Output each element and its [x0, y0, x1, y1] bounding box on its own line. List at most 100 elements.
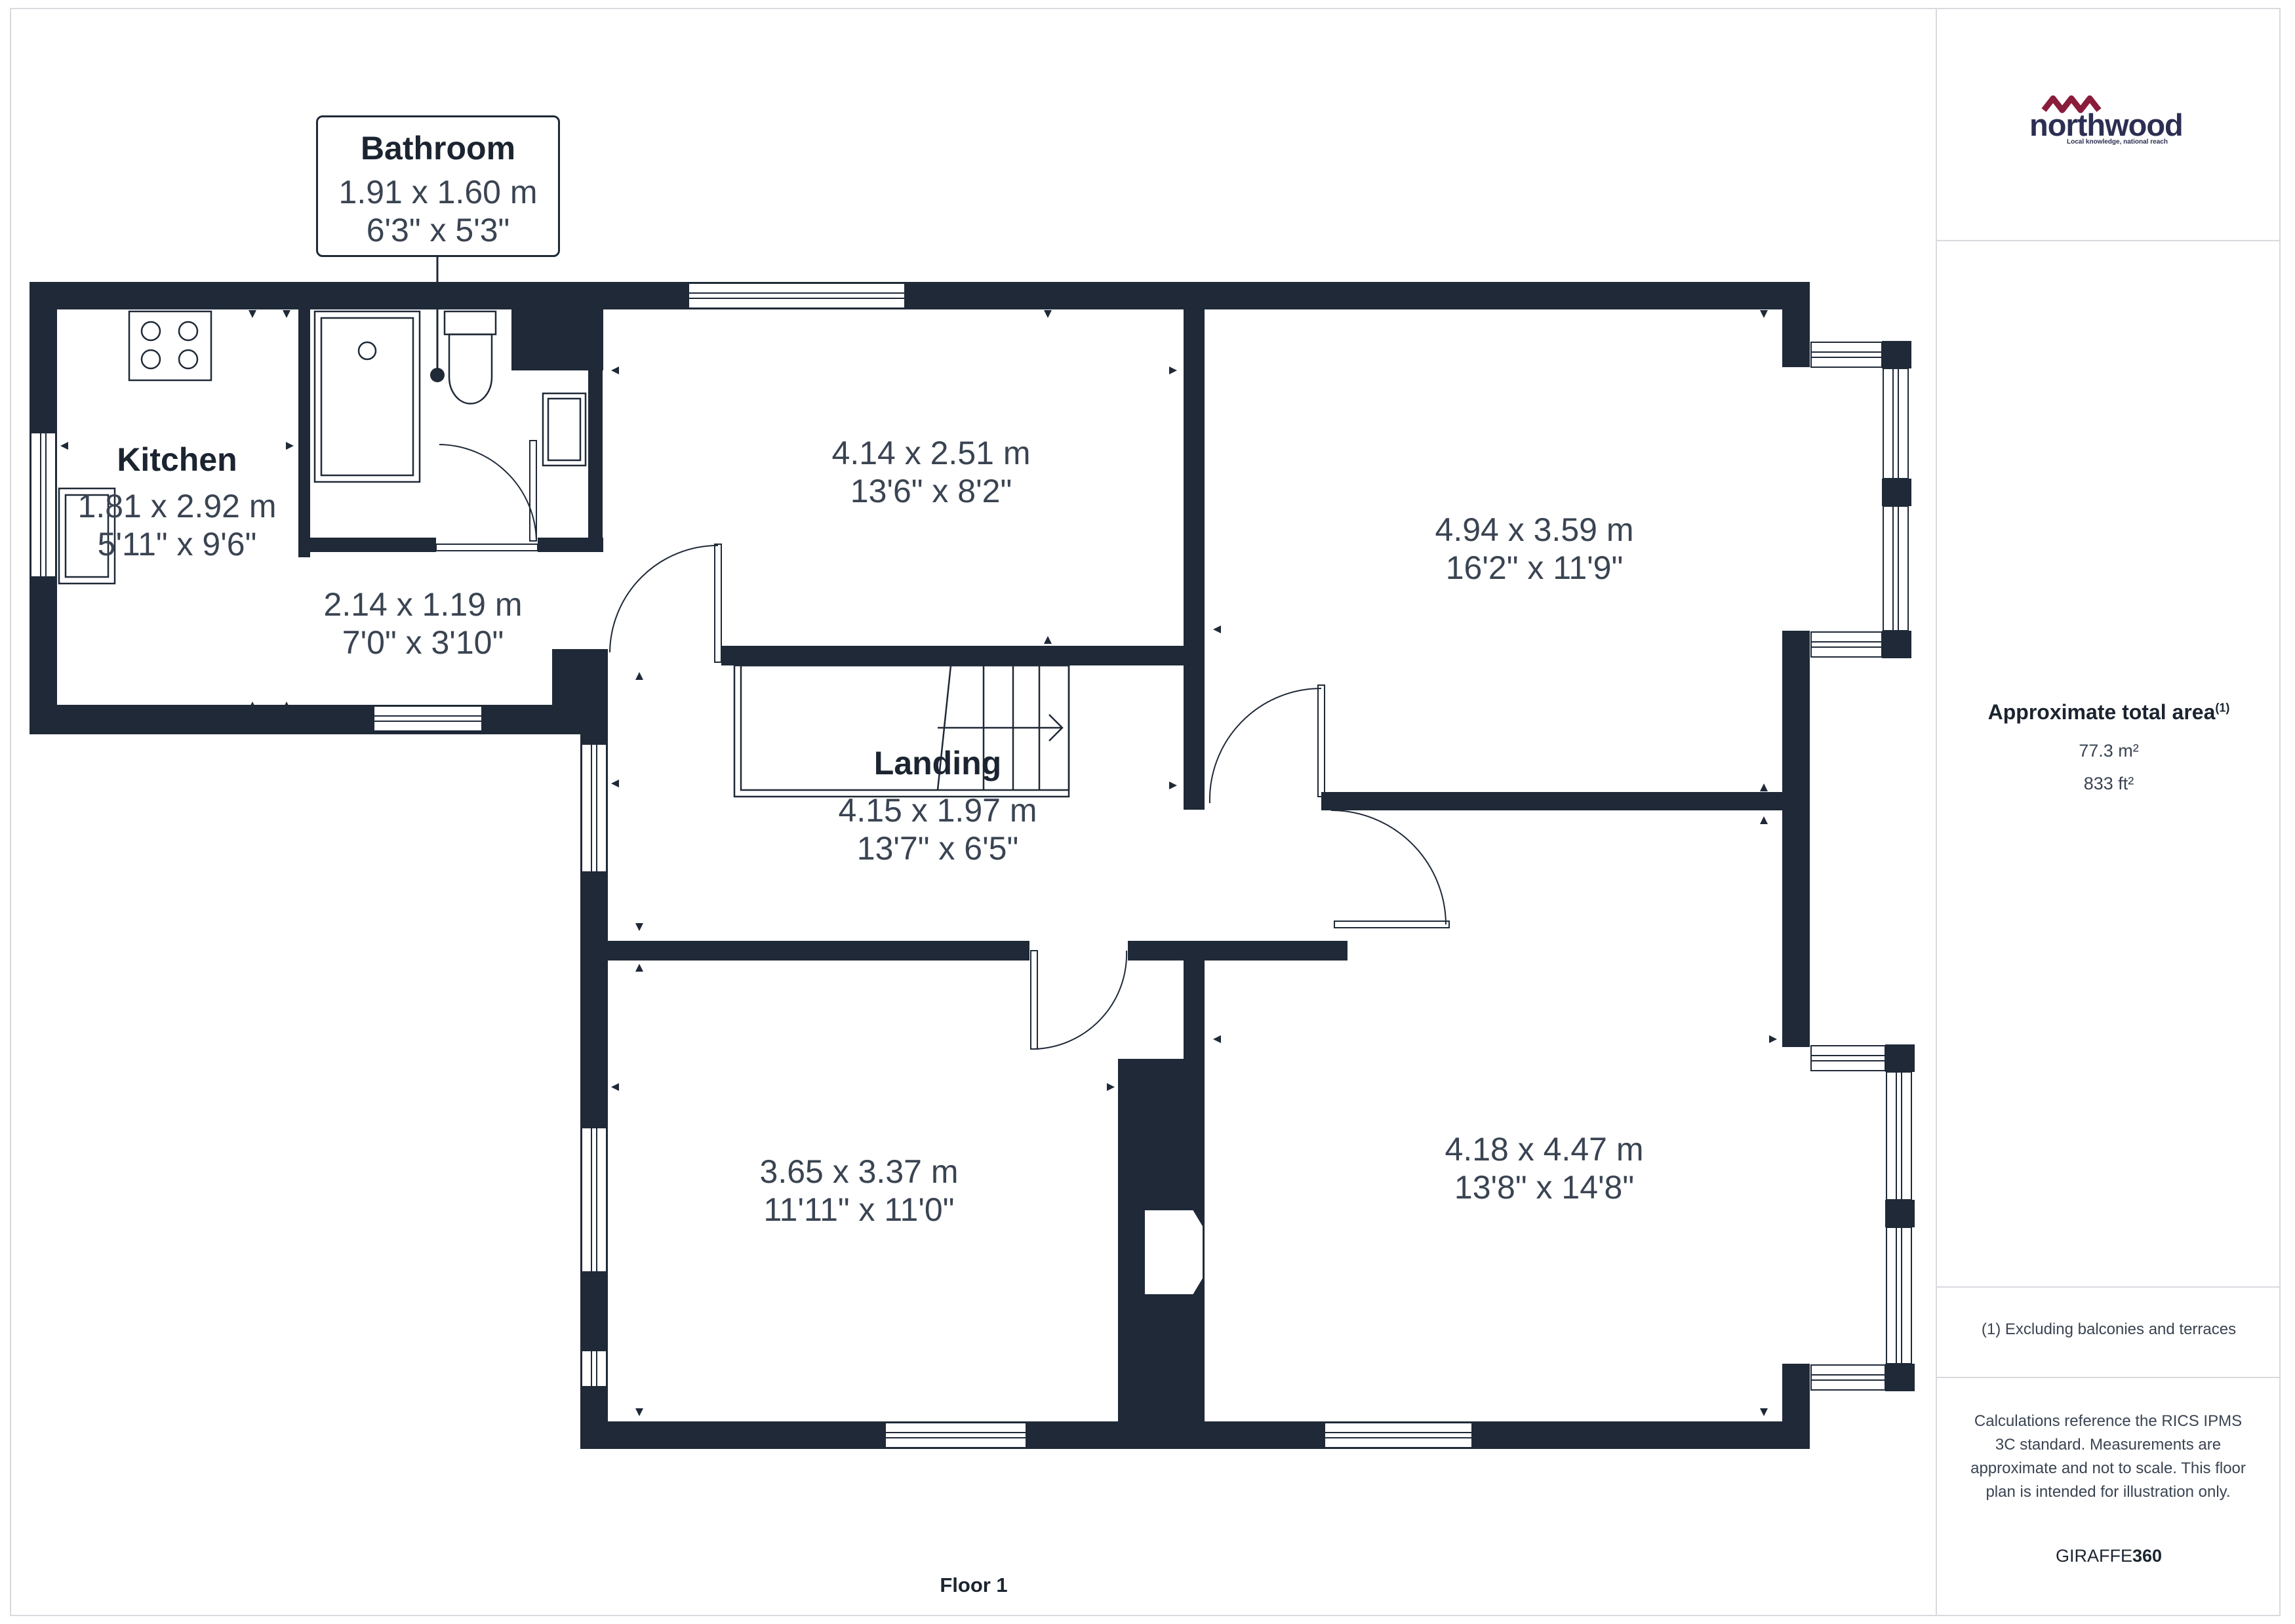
room-name: Landing — [873, 745, 1002, 782]
dimension-marker — [1760, 816, 1768, 824]
dimension-marker — [611, 780, 619, 787]
dimension-marker — [1169, 366, 1177, 374]
room-name: Kitchen — [117, 441, 237, 478]
room-dimension-imperial: 13'8" x 14'8" — [1454, 1169, 1635, 1206]
wall — [298, 538, 436, 552]
windows — [30, 283, 1912, 1448]
dimension-marker — [635, 923, 643, 931]
dimension-marker — [283, 310, 290, 318]
window — [1886, 1227, 1912, 1364]
room-dimension-imperial: 13'7" x 6'5" — [856, 830, 1019, 867]
wall — [30, 282, 1810, 309]
room-dimension-imperial: 7'0" x 3'10" — [342, 624, 504, 661]
hob-icon — [128, 310, 212, 382]
dimension-marker — [1213, 625, 1221, 633]
divider-line — [1937, 1286, 2281, 1288]
window — [581, 1127, 607, 1273]
doors — [435, 440, 1450, 1050]
door — [609, 544, 722, 663]
fireplace-icon — [1144, 1209, 1204, 1296]
floor-label: Floor 1 — [940, 1574, 1008, 1596]
wall — [1885, 1364, 1915, 1391]
wall — [1882, 341, 1911, 368]
area-metric: 77.3 m² — [2079, 741, 2139, 761]
dimension-marker — [1760, 1408, 1768, 1416]
wall — [1882, 631, 1911, 658]
divider-line — [1937, 1377, 2281, 1378]
dimension-marker — [1107, 1083, 1115, 1091]
wall — [1128, 941, 1347, 961]
wall — [1782, 1364, 1810, 1449]
wall — [1882, 479, 1911, 506]
room-dimension-metric: 4.15 x 1.97 m — [838, 792, 1037, 829]
side-panel-divider — [1936, 8, 1937, 1616]
window — [1883, 368, 1909, 479]
room-dimension-metric: 1.81 x 2.92 m — [77, 488, 277, 525]
fixtures — [58, 310, 1070, 798]
wall — [1321, 792, 1784, 810]
dimension-marker — [249, 310, 256, 318]
wall — [721, 646, 1187, 665]
window — [885, 1422, 1027, 1448]
wall — [1782, 631, 1810, 1047]
room-dimension-metric: 4.94 x 3.59 m — [1435, 511, 1634, 548]
window — [1810, 631, 1883, 658]
window — [30, 432, 56, 578]
northwood-logo-icon — [2041, 95, 2102, 113]
dimension-marker — [283, 702, 290, 709]
credit-suffix: 360 — [2132, 1546, 2163, 1566]
brand-tagline: Local knowledge, national reach — [2067, 138, 2168, 146]
wall — [603, 941, 1029, 961]
door — [1208, 684, 1325, 804]
brand-name: northwood — [2029, 108, 2184, 142]
dimension-marker — [1044, 310, 1052, 318]
basin-icon — [542, 392, 587, 467]
sink-icon — [58, 487, 116, 585]
room-dimension-imperial: 16'2" x 11'9" — [1445, 549, 1624, 586]
area-heading-text: Approximate total area — [1987, 700, 2216, 724]
window — [688, 283, 906, 309]
dimension-marker — [1044, 636, 1052, 644]
staircase — [733, 664, 1070, 798]
area-heading: Approximate total area(1) — [1937, 700, 2281, 724]
area-heading-footnote-marker: (1) — [2215, 701, 2230, 715]
wall — [1782, 282, 1810, 367]
room-dimension-imperial: 13'6" x 8'2" — [850, 473, 1012, 509]
wall — [538, 538, 603, 552]
toilet-icon — [443, 310, 497, 405]
room-dimension-imperial: 6'3" x 5'3" — [366, 212, 510, 248]
wall — [511, 308, 603, 370]
wall — [1885, 1044, 1915, 1072]
door — [435, 440, 538, 551]
room-dimension-metric: 4.18 x 4.47 m — [1445, 1131, 1644, 1168]
window — [581, 1350, 607, 1387]
window — [1810, 1364, 1886, 1391]
window — [1810, 342, 1883, 368]
dimension-marker — [1213, 1035, 1221, 1043]
room-dimension-metric: 4.14 x 2.51 m — [831, 435, 1031, 471]
window — [581, 743, 607, 873]
dimension-marker — [249, 702, 256, 709]
dimension-marker — [60, 442, 68, 450]
wall — [30, 705, 580, 734]
dimension-marker — [635, 964, 643, 972]
window — [1883, 505, 1909, 631]
room-dimension-metric: 2.14 x 1.19 m — [323, 586, 523, 623]
page-frame — [10, 8, 2281, 1616]
footnote: (1) Excluding balconies and terraces — [1981, 1320, 2237, 1338]
room-name: Bathroom — [360, 130, 516, 167]
door — [1030, 950, 1128, 1050]
room-dimension-imperial: 11'11" x 11'0" — [763, 1191, 955, 1228]
bath-icon — [313, 310, 421, 483]
dimension-marker — [635, 1408, 643, 1416]
room-dimension-metric: 1.91 x 1.60 m — [338, 174, 538, 210]
window — [1324, 1422, 1473, 1448]
dimension-marker — [611, 366, 619, 374]
window — [1810, 1045, 1886, 1071]
giraffe360-credit: GIRAFFE360 — [1937, 1546, 2281, 1566]
dimension-marker — [1169, 782, 1177, 789]
window — [1886, 1071, 1912, 1200]
room-dimension-imperial: 5'11" x 9'6" — [97, 526, 257, 563]
disclaimer: Calculations reference the RICS IPMS 3C … — [1970, 1412, 2246, 1501]
dimension-marker — [611, 1083, 619, 1091]
